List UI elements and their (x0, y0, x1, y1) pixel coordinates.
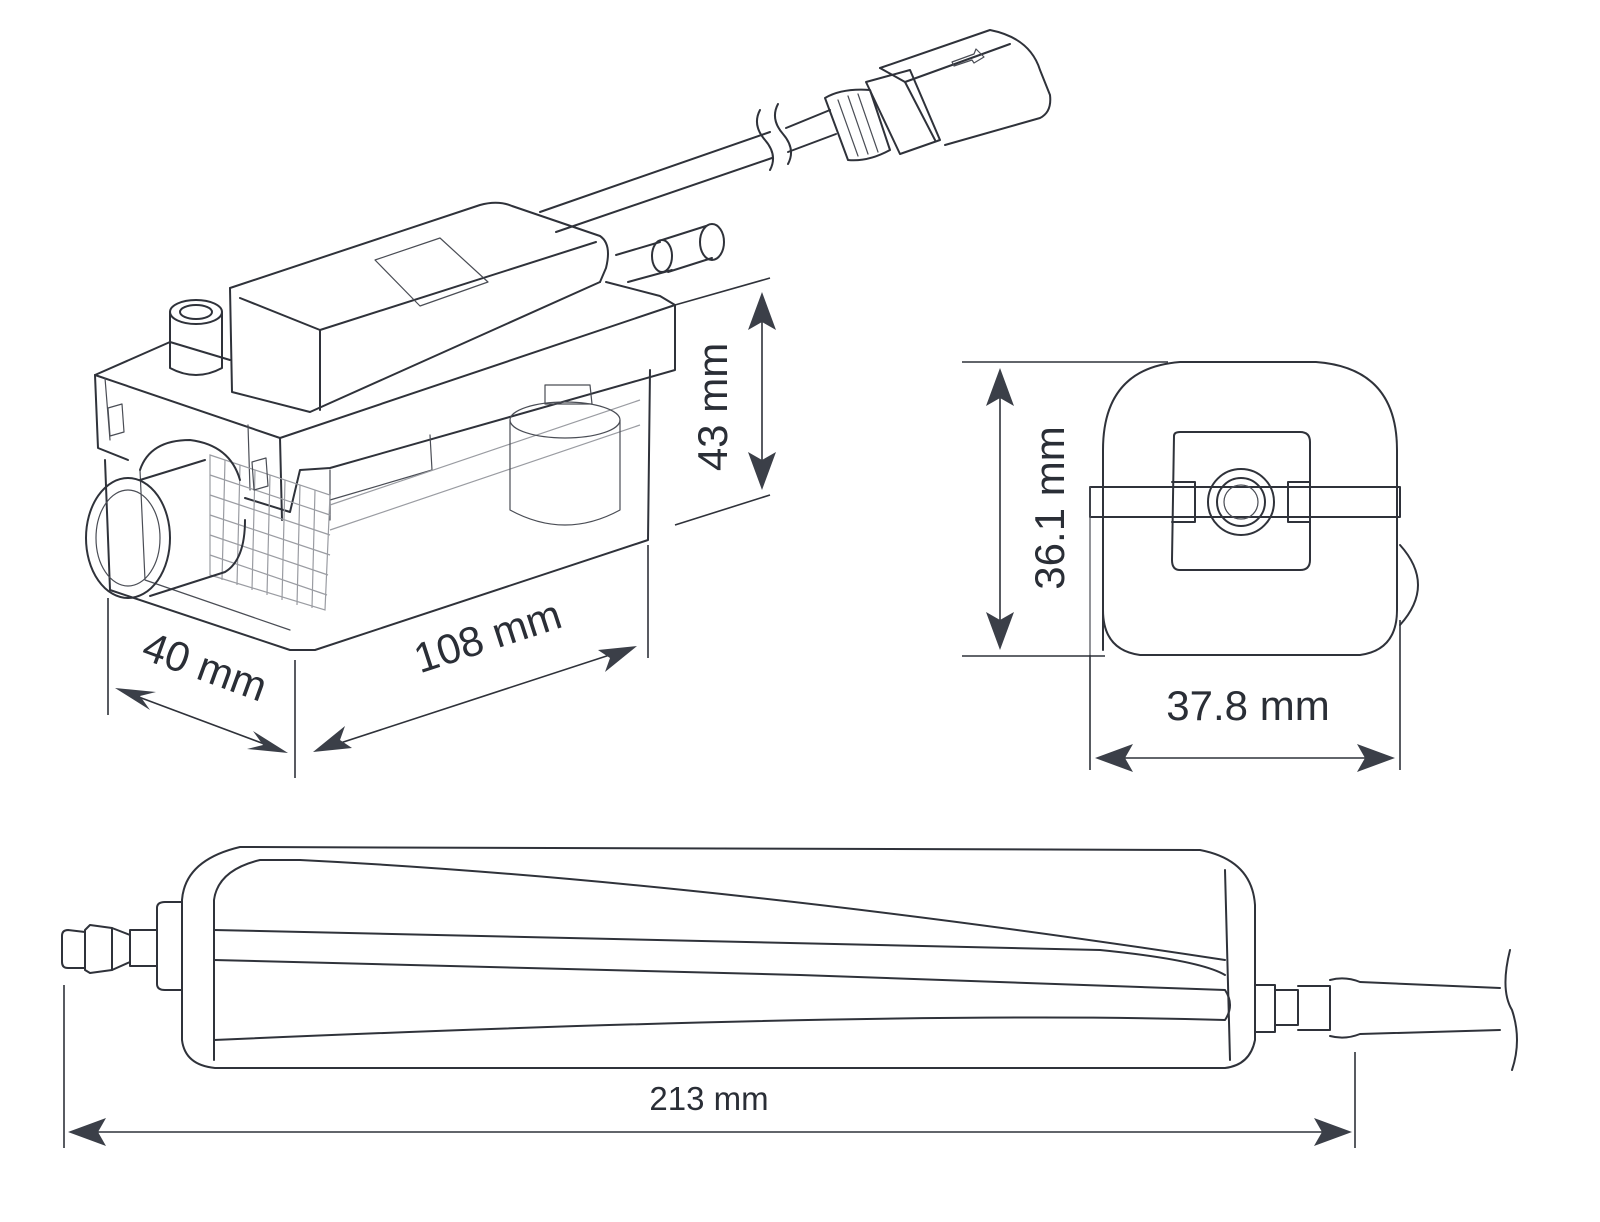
pump-lid (229, 201, 609, 413)
power-cable (539, 103, 837, 233)
pump-body (85, 281, 676, 651)
dim-width-front: 37.8 mm (1089, 620, 1401, 772)
dim-label-37-8: 37.8 mm (1166, 682, 1329, 729)
dim-length-top: 213 mm (63, 985, 1356, 1148)
dim-width-side: 40 mm (107, 598, 296, 778)
dim-length-side: 108 mm (313, 545, 649, 752)
inlet-tube (85, 439, 246, 599)
arrow-up-icon (951, 48, 985, 67)
dim-label-36-1: 36.1 mm (1026, 426, 1073, 589)
top-outlet-barb (61, 901, 183, 991)
dim-label-108: 108 mm (408, 590, 567, 682)
dim-label-40: 40 mm (137, 622, 274, 710)
outlet-hose-barb (615, 223, 725, 283)
dim-label-213: 213 mm (649, 1080, 768, 1117)
top-view (61, 846, 1518, 1071)
dim-height-front: 36.1 mm (962, 361, 1168, 657)
front-view (1089, 361, 1419, 656)
mesh-filter (209, 454, 331, 611)
dim-label-43: 43 mm (689, 343, 736, 471)
top-cable (1254, 949, 1518, 1071)
dim-height-side: 43 mm (674, 277, 776, 526)
top-knob (169, 299, 223, 376)
isometric-view (85, 29, 1052, 651)
plug-connector (824, 29, 1052, 162)
